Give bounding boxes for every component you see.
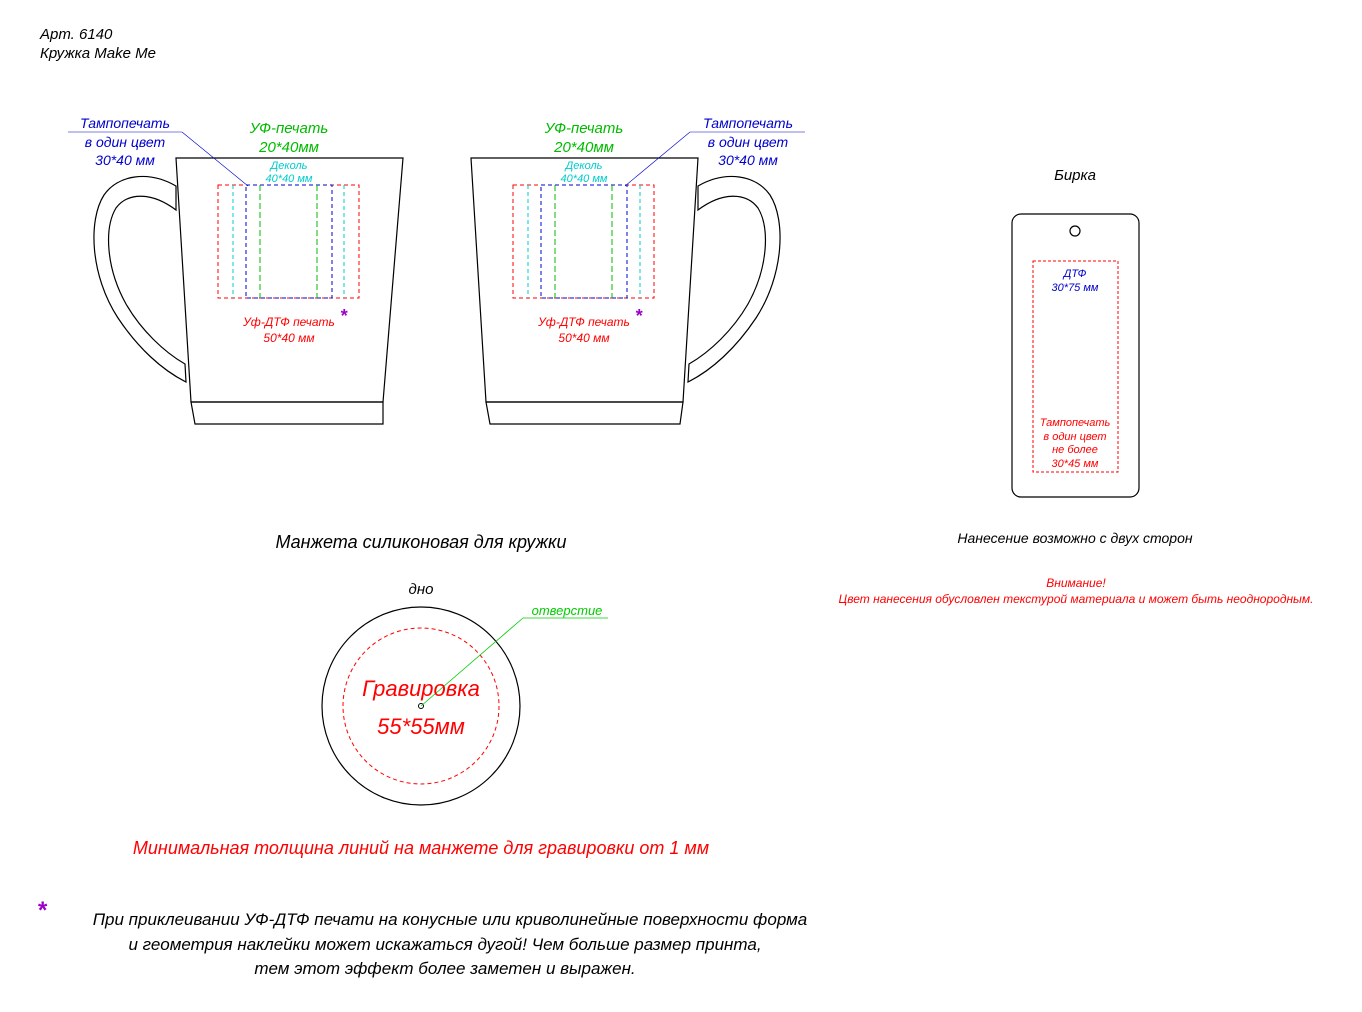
footnote-line2: и геометрия наклейки может искажаться ду… (128, 935, 761, 954)
pad-print-leader (181, 131, 249, 187)
uv-dtf-zone (512, 184, 655, 299)
tag-dtf-line1: ДТФ (1062, 268, 1087, 280)
footnote-line3: тем этот эффект более заметен и выражен. (254, 959, 635, 978)
engraving-label-line2: 55*55мм (377, 714, 465, 739)
mug-left-asterisk: * (340, 306, 348, 326)
tag-both-sides-note: Нанесение возможно с двух сторон (957, 530, 1192, 546)
tag-pad-line3: не более (1052, 444, 1098, 456)
mug-right-pad-print-line1: Тампопечать (703, 115, 793, 131)
mug-right-handle (687, 175, 781, 383)
tag-dtf-line2: 30*75 мм (1052, 282, 1099, 294)
tag-pad-line1: Тампопечать (1040, 417, 1111, 429)
mug-left-body (175, 157, 404, 403)
mug-right-body (470, 157, 699, 403)
tag (1011, 213, 1140, 498)
center-hole (418, 703, 424, 709)
min-line-note: Минимальная толщина линий на манжете для… (133, 838, 709, 858)
hole-label: отверстие (532, 603, 603, 618)
mug-right-pad-print-line2: в один цвет (708, 134, 789, 150)
cuff-bottom-label: дно (409, 581, 434, 598)
mug-right-base (485, 401, 684, 425)
mug-left-decal-line2: 40*40 мм (266, 173, 313, 185)
mug-left-pad-print-line3: 30*40 мм (95, 152, 155, 168)
pad-print-zone (245, 184, 333, 299)
mug-right-decal-line1: Деколь (564, 160, 603, 172)
pad-print-zone (540, 184, 628, 299)
mug-right-uv-print-line1: УФ-печать (544, 120, 624, 137)
pad-print-leader (624, 131, 691, 187)
mug-left-uv-print-line2: 20*40мм (258, 139, 319, 156)
warning-text: Цвет нанесения обусловлен текстурой мате… (839, 592, 1314, 606)
tag-hole (1069, 225, 1081, 237)
mug-right-uv-dtf-line1: Уф-ДТФ печать (537, 315, 630, 329)
mug-right-uv-dtf-line2: 50*40 мм (558, 331, 609, 345)
tag-outline (1011, 213, 1140, 498)
cuff-title: Манжета силиконовая для кружки (275, 532, 566, 552)
product-name: Кружка Make Me (40, 45, 156, 62)
mug-right-decal-line2: 40*40 мм (561, 173, 608, 185)
article-number: Арт. 6140 (39, 26, 113, 43)
engraving-label-line1: Гравировка (362, 676, 480, 701)
mug-right-uv-print-line2: 20*40мм (553, 139, 614, 156)
footnote-asterisk: * (37, 897, 48, 924)
tag-print-zone (1032, 260, 1119, 473)
tag-title: Бирка (1054, 167, 1096, 184)
tag-pad-line4: 30*45 мм (1052, 458, 1099, 470)
mug-left-pad-print-line1: Тампопечать (80, 115, 170, 131)
engraving-zone (342, 627, 500, 785)
mug-left-handle (93, 175, 187, 383)
mug-left-uv-print-line1: УФ-печать (249, 120, 329, 137)
mug-left-pad-print-line2: в один цвет (85, 134, 166, 150)
mug-left (68, 131, 404, 425)
mug-right-pad-print-line3: 30*40 мм (718, 152, 778, 168)
mug-left-uv-dtf-line2: 50*40 мм (263, 331, 314, 345)
cuff-bottom-drawing (321, 606, 608, 806)
mug-left-decal-line1: Деколь (269, 160, 308, 172)
cuff-outer-circle (321, 606, 521, 806)
mug-right-asterisk: * (635, 306, 643, 326)
uv-dtf-zone (217, 184, 360, 299)
tag-pad-line2: в один цвет (1043, 431, 1106, 443)
mug-left-base (190, 401, 384, 425)
warning-title: Внимание! (1046, 576, 1106, 590)
mug-right (470, 131, 805, 425)
mug-left-uv-dtf-line1: Уф-ДТФ печать (242, 315, 335, 329)
footnote-line1: При приклеивании УФ-ДТФ печати на конусн… (93, 910, 808, 929)
hole-leader (420, 617, 524, 707)
